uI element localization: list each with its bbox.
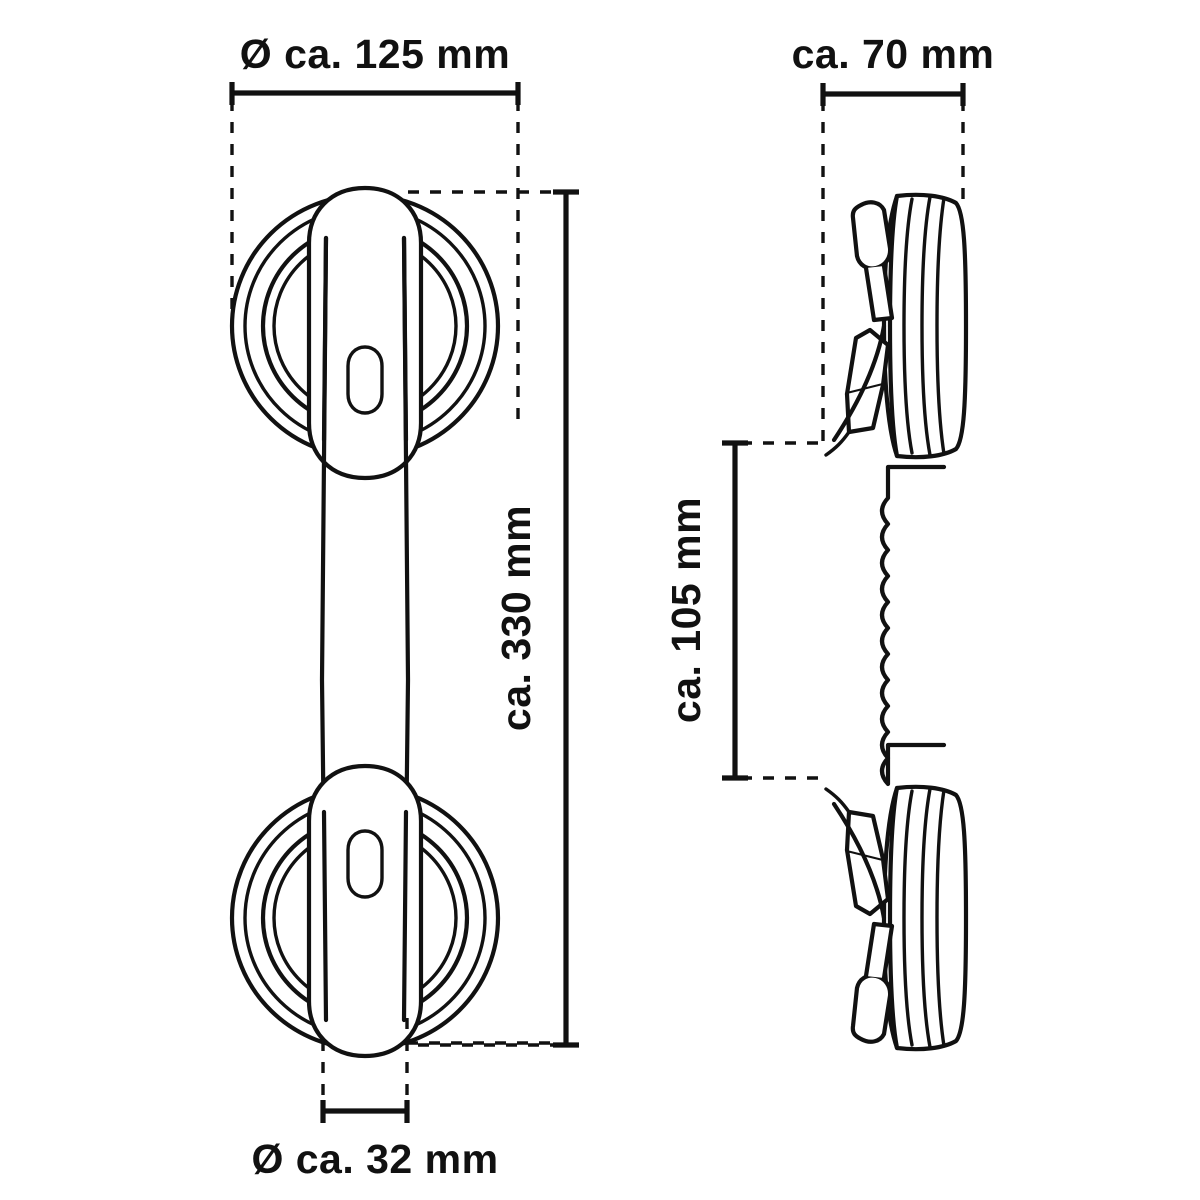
bottom-lever-slot bbox=[346, 829, 384, 899]
dimension-cup-diameter: Ø ca. 125 mm bbox=[229, 31, 521, 420]
front-view-top-lever bbox=[306, 185, 424, 481]
dimension-overall-length: ca. 330 mm bbox=[408, 189, 579, 1048]
top-cup-profile-rim-line-2 bbox=[920, 195, 932, 457]
bottom-lever-knob bbox=[850, 973, 893, 1044]
bottom-cup-profile-rim-line-2 bbox=[920, 787, 932, 1049]
dim-330-label: ca. 330 mm bbox=[493, 505, 539, 731]
bottom-lever-flange-upper bbox=[844, 809, 886, 862]
handle-bar-overlap-edges bbox=[321, 235, 409, 1023]
dimension-depth: ca. 70 mm bbox=[792, 31, 995, 445]
bar-edge-bottom-left-overlap bbox=[321, 809, 329, 1023]
bottom-lever-body bbox=[306, 763, 424, 1059]
top-lever-flange-lower bbox=[844, 382, 886, 435]
side-view-top-lever bbox=[824, 200, 895, 457]
top-lever-body bbox=[306, 185, 424, 481]
top-cup-profile-outer bbox=[887, 192, 969, 460]
dim-105-label: ca. 105 mm bbox=[663, 497, 709, 723]
top-lever-knob bbox=[850, 200, 893, 271]
bottom-cup-profile-rim-line-1 bbox=[902, 789, 914, 1047]
top-lever-connector-curve-inner bbox=[824, 430, 851, 457]
top-lever-slot bbox=[346, 345, 384, 415]
bottom-cup-profile-outer bbox=[887, 784, 969, 1052]
side-view-group bbox=[824, 192, 969, 1052]
bottom-lever-connector-curve bbox=[831, 801, 887, 921]
dimension-grip-length: ca. 105 mm bbox=[663, 440, 826, 781]
top-lever-stem bbox=[863, 263, 895, 323]
top-cup-profile-rim-line-3 bbox=[935, 196, 946, 456]
dim-125-label: Ø ca. 125 mm bbox=[240, 31, 510, 77]
dimension-bar-diameter: Ø ca. 32 mm bbox=[251, 1018, 560, 1182]
side-view-grip bbox=[879, 464, 947, 787]
bottom-cup-profile-rim-line-3 bbox=[935, 788, 946, 1048]
side-view-bottom-cup bbox=[881, 784, 969, 1052]
bar-edge-top-right-overlap bbox=[401, 235, 409, 443]
side-view-bottom-lever bbox=[824, 787, 895, 1044]
top-cup-profile-rim-line-1 bbox=[902, 197, 914, 455]
bottom-lever-stem bbox=[863, 921, 895, 981]
dim-70-label: ca. 70 mm bbox=[792, 31, 995, 77]
side-view-top-cup bbox=[881, 192, 969, 460]
front-view-group bbox=[229, 185, 501, 1059]
top-lever-connector-curve bbox=[831, 323, 887, 443]
dim-32-label: Ø ca. 32 mm bbox=[251, 1136, 498, 1182]
front-view-bottom-lever bbox=[306, 763, 424, 1059]
grip-outline bbox=[879, 464, 947, 787]
bar-edge-top-left-overlap bbox=[321, 235, 329, 443]
bottom-lever-connector-curve-inner bbox=[824, 787, 851, 814]
bar-edge-bottom-right-overlap bbox=[401, 809, 409, 1023]
